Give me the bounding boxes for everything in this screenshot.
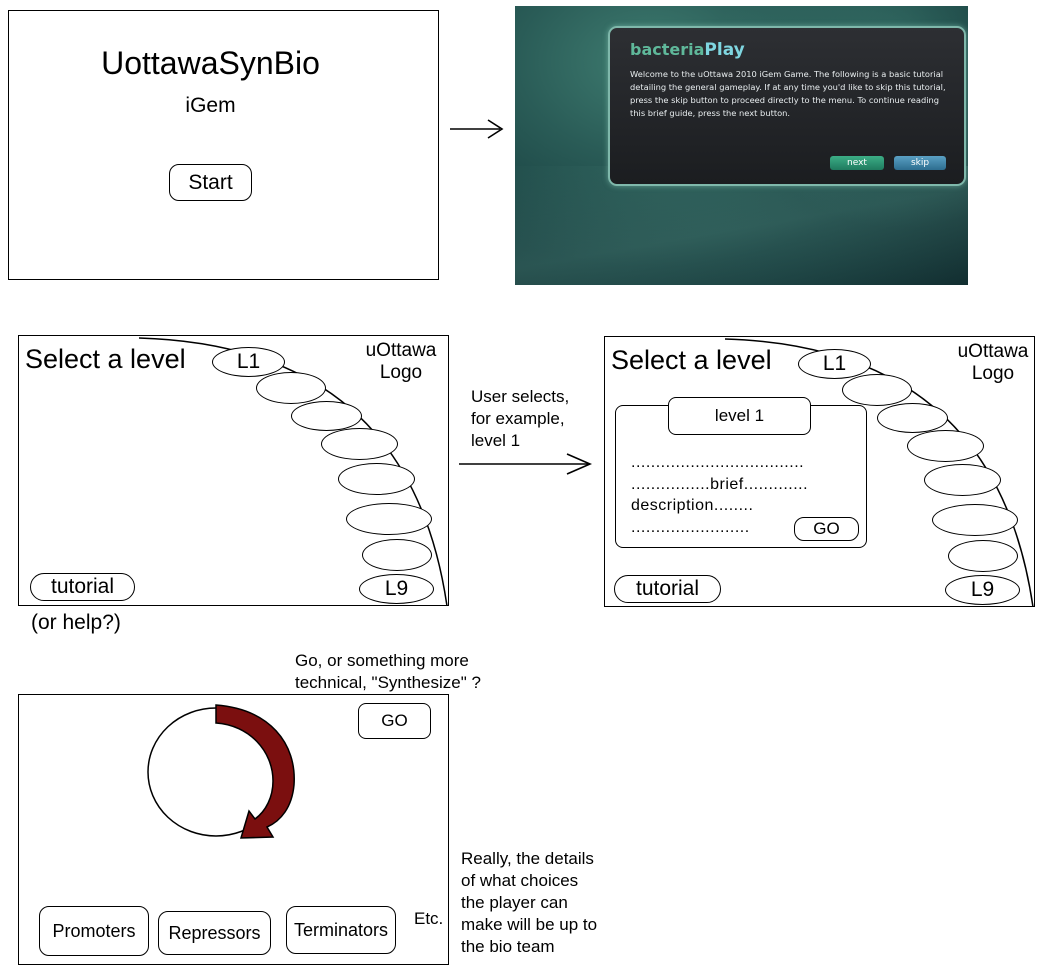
tutorial-intro-text: Welcome to the uOttawa 2010 iGem Game. T…: [630, 69, 946, 118]
start-button[interactable]: Start: [169, 164, 252, 201]
logo-prefix: bacteria: [630, 40, 705, 59]
description-line-1: ...................................: [631, 454, 805, 471]
flow-arrow-right-1: [450, 119, 504, 139]
level-select-heading: Select a level: [611, 345, 772, 375]
bio-team-note-line-4: make will be up to: [461, 915, 598, 934]
app-title: UottawaSynBio: [101, 45, 320, 81]
transition-note-line-3: level 1: [471, 431, 521, 450]
promoters-button[interactable]: Promoters: [39, 906, 149, 956]
logo-line-2: Logo: [971, 363, 1015, 384]
level-button-2[interactable]: [842, 374, 912, 406]
level-button-5[interactable]: [924, 464, 1001, 496]
terminators-button[interactable]: Terminators: [286, 906, 396, 954]
uottawa-logo-placeholder: uOttawa Logo: [359, 340, 443, 384]
transition-note-line-2: for example,: [471, 409, 565, 428]
level-button-3[interactable]: [877, 403, 948, 433]
bio-team-note-line-3: the player can: [461, 893, 568, 912]
level-select-heading: Select a level: [25, 344, 186, 374]
logo-line-1: uOttawa: [957, 341, 1029, 362]
logo-suffix: Play: [704, 40, 745, 60]
level-button-5[interactable]: [338, 463, 415, 495]
tutorial-dialog: bacteriaPlay Welcome to the uOttawa 2010…: [608, 26, 966, 186]
app-subtitle: iGem: [185, 94, 236, 117]
level-select-popup-panel: Select a level uOttawa Logo L1 L9 tutori…: [604, 336, 1035, 607]
tutorial-button[interactable]: tutorial: [30, 573, 135, 601]
uottawa-logo-placeholder: uOttawa Logo: [951, 341, 1034, 385]
plasmid-builder-panel: GO Promoters Repressors Terminators Etc.: [18, 694, 449, 965]
synthesize-go-button[interactable]: GO: [358, 703, 431, 739]
repressors-button[interactable]: Repressors: [158, 911, 271, 955]
bio-team-note: Really, the details of what choices the …: [461, 848, 597, 958]
bio-team-note-line-5: the bio team: [461, 937, 555, 956]
game-tutorial-screenshot: bacteriaPlay Welcome to the uOttawa 2010…: [515, 6, 968, 285]
etc-label: Etc.: [414, 909, 444, 928]
start-screen-panel: UottawaSynBio iGem Start: [8, 10, 439, 280]
popup-go-button[interactable]: GO: [794, 517, 859, 541]
level-button-6[interactable]: [932, 504, 1018, 536]
help-note: (or help?): [31, 611, 121, 634]
tutorial-button[interactable]: tutorial: [614, 575, 721, 603]
go-note-line-1: Go, or something more: [295, 651, 469, 670]
popup-level-title: level 1: [668, 397, 811, 435]
level-button-9[interactable]: L9: [945, 575, 1020, 605]
skip-button[interactable]: skip: [894, 156, 946, 170]
level-button-9[interactable]: L9: [359, 574, 434, 604]
level-button-1[interactable]: L1: [212, 347, 285, 377]
go-note: Go, or something more technical, "Synthe…: [295, 650, 481, 694]
level-select-panel: Select a level uOttawa Logo L1 L9 tutori…: [18, 335, 449, 606]
level-button-6[interactable]: [346, 503, 432, 535]
level-button-3[interactable]: [291, 401, 362, 431]
logo-line-2: Logo: [379, 362, 423, 383]
transition-note: User selects, for example, level 1: [471, 386, 569, 452]
description-line-4: ........................: [631, 519, 750, 536]
description-line-3: description........: [631, 497, 754, 514]
next-button[interactable]: next: [830, 156, 884, 170]
plasmid-direction-arrow: [215, 704, 295, 839]
level-button-2[interactable]: [256, 372, 326, 404]
level-button-7[interactable]: [362, 539, 432, 571]
bio-team-note-line-1: Really, the details: [461, 849, 594, 868]
bacteriaplay-logo: bacteriaPlay: [630, 40, 745, 60]
plasmid-circle: [147, 704, 295, 839]
description-line-2: ................brief.............: [631, 476, 809, 493]
level-button-1[interactable]: L1: [798, 349, 871, 379]
flow-arrow-right-2: [459, 453, 593, 475]
go-note-line-2: technical, "Synthesize" ?: [295, 673, 481, 692]
level-button-4[interactable]: [907, 430, 984, 462]
bio-team-note-line-2: of what choices: [461, 871, 579, 890]
logo-line-1: uOttawa: [365, 340, 437, 361]
transition-note-line-1: User selects,: [471, 387, 570, 406]
level-button-4[interactable]: [321, 428, 398, 460]
level-button-7[interactable]: [948, 540, 1018, 572]
